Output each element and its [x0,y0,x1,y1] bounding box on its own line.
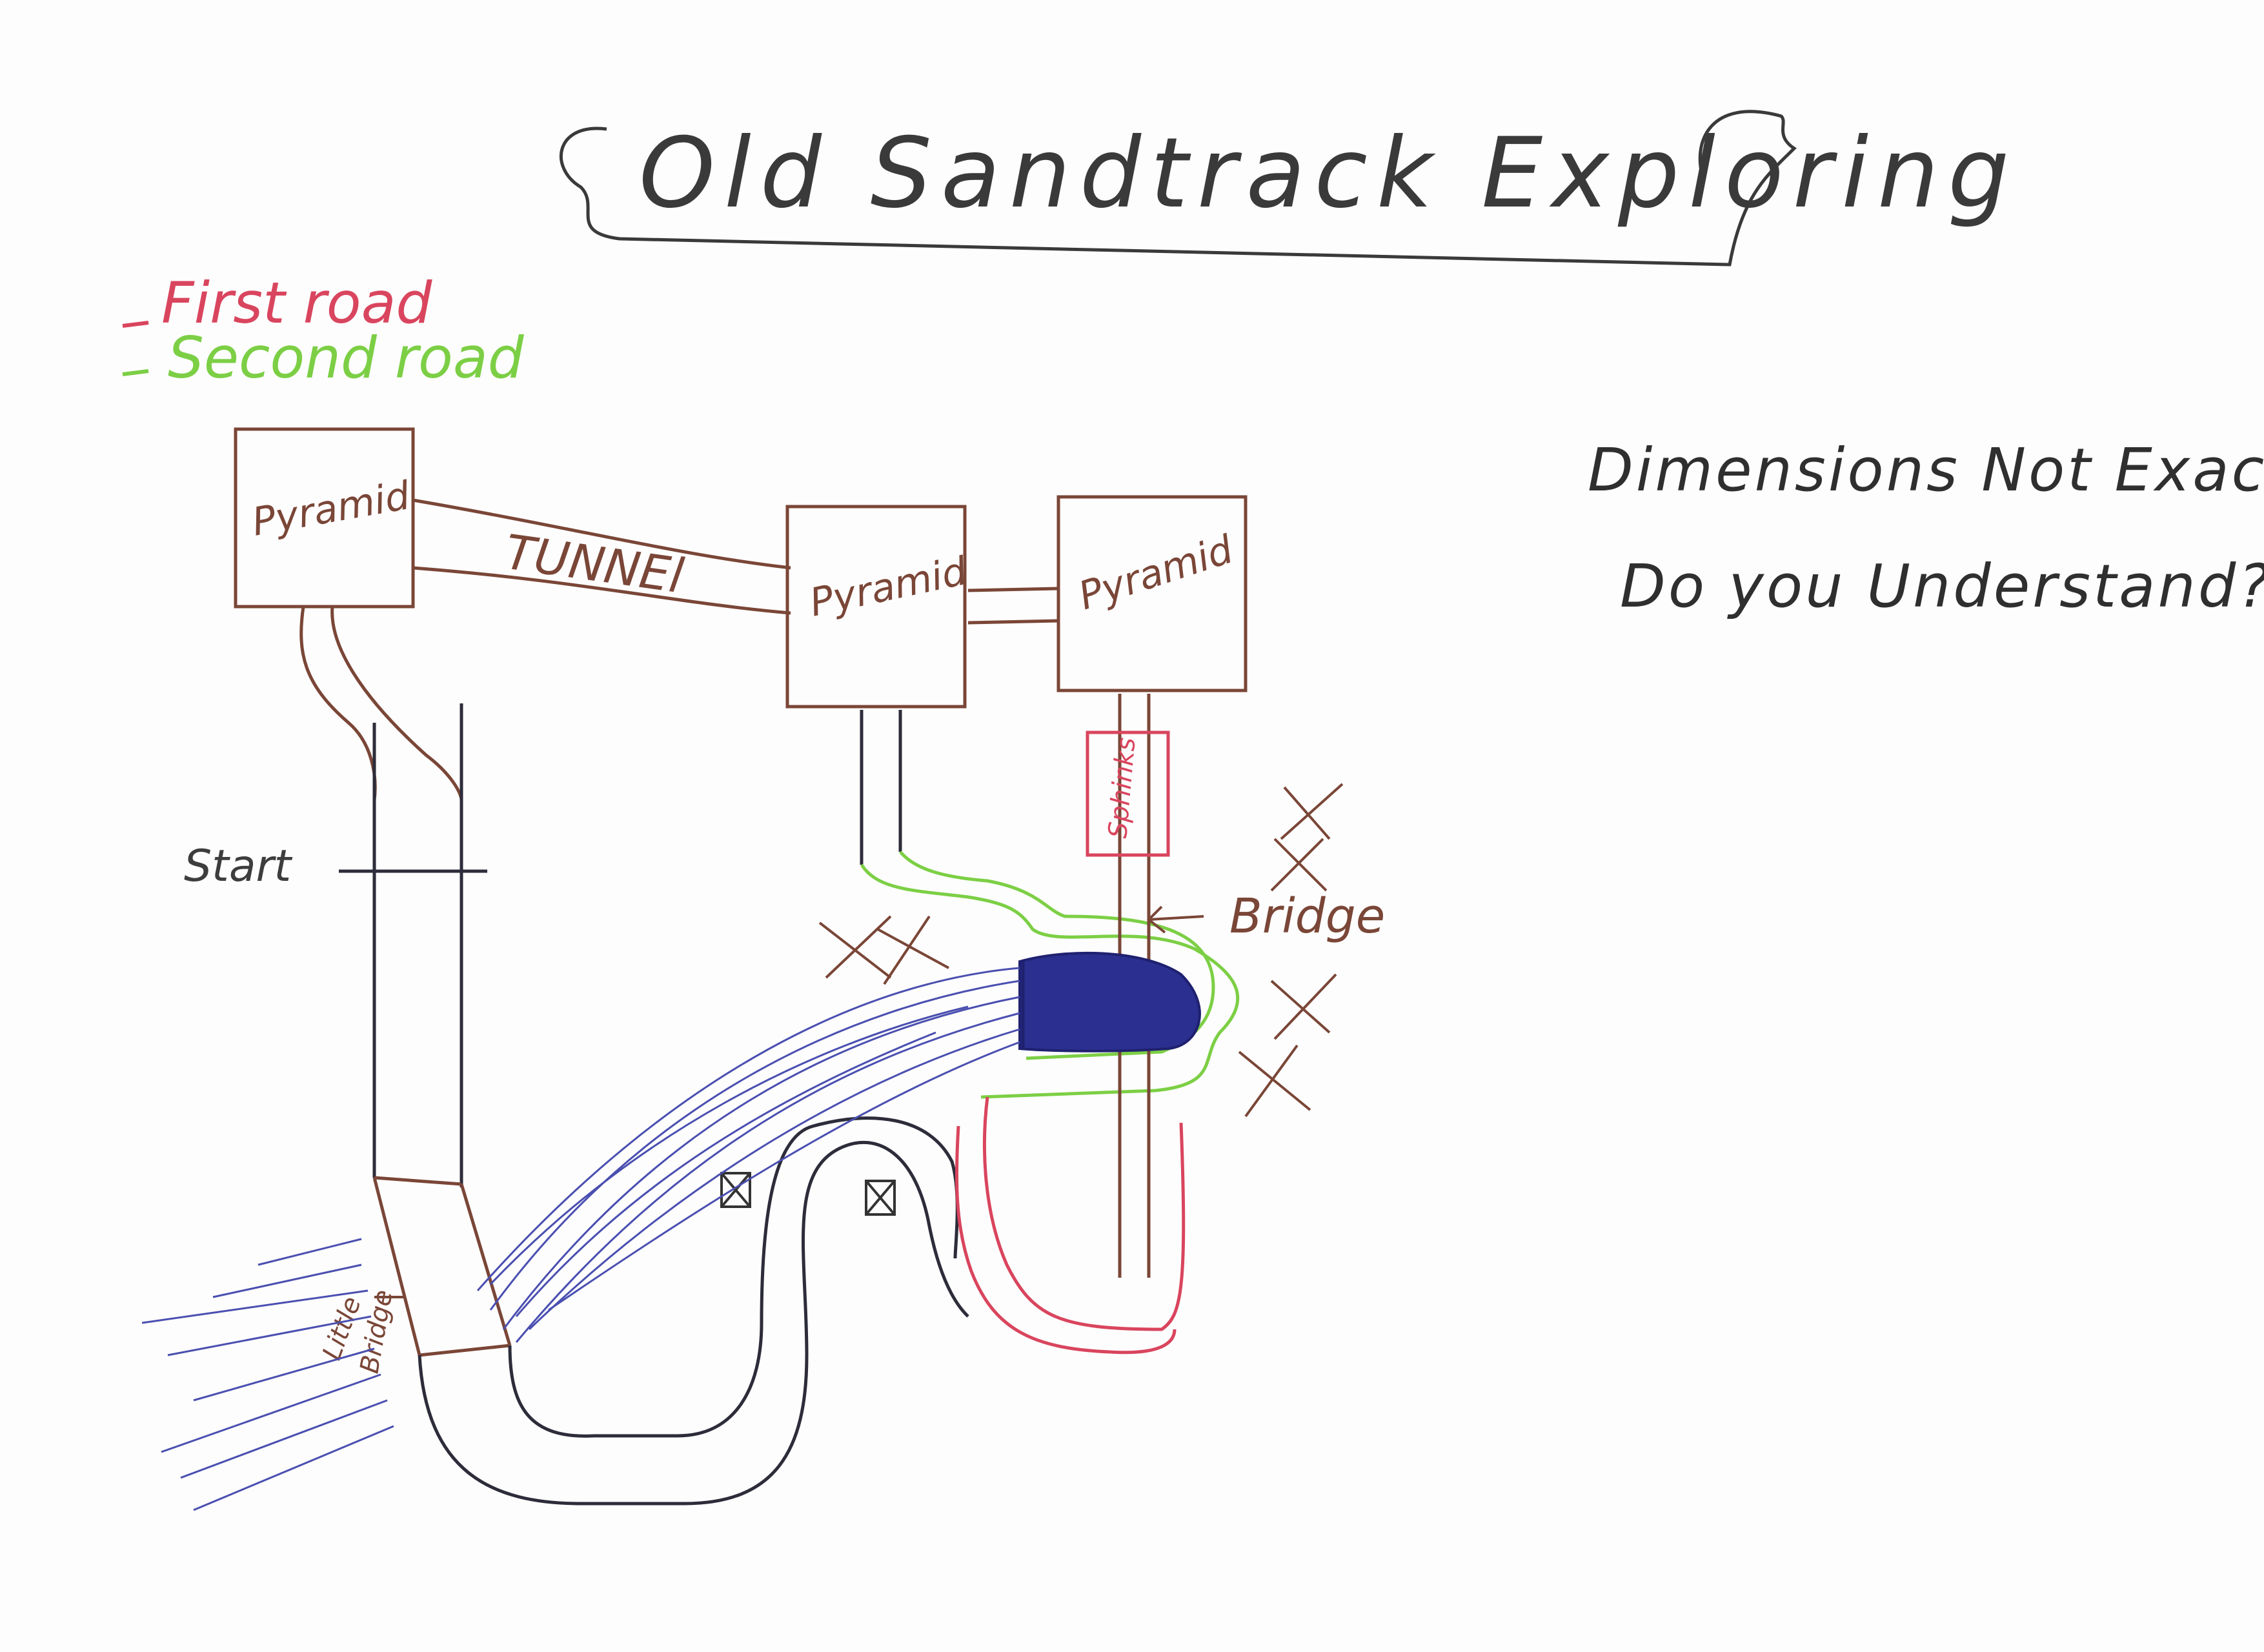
little-bridge-right [460,1184,512,1346]
legend-first-road: First road [161,270,433,336]
pyramid-left-label: Pyramid [248,473,414,545]
first-road-red-inner [955,1125,1177,1355]
left-pyramid-road-a [299,606,377,801]
bridge-label: Bridge [1229,889,1385,944]
second-road-green-inner [899,851,1215,1060]
little-bridge-top [374,1176,462,1186]
sphinx-label: Sphinks [1103,736,1141,840]
water-spill [141,1238,394,1511]
title-banner-outline [559,110,1797,267]
little-bridge-bottom [419,1344,510,1357]
note-dimensions: Dimensions Not Exact [1588,436,2264,505]
connector-top [967,587,1059,592]
x-marks [818,783,1344,1118]
tunnel-edge-bottom [412,566,791,615]
start-label: Start [184,841,292,892]
legend-green-dash [122,369,149,376]
legend-second-road: Second road [168,325,525,391]
second-road-green-outer [860,863,1240,1099]
left-pyramid-road-b [330,606,463,801]
first-road-red-outer [982,1096,1186,1331]
pyramid-right-label: Pyramid [1073,527,1239,619]
legend-red-dash [122,321,149,328]
sphinx-box [1086,730,1170,857]
pyramid-middle-box [785,505,967,709]
tunnel-label: TUNNEl [501,525,687,605]
water-stream [476,967,1020,1343]
obstacle-box-1 [720,1172,751,1208]
page-title: Old Sandtrack Exploring [639,117,2018,230]
pyramid-middle-label: Pyramid [806,549,971,626]
note-understand: Do you Understand? [1620,552,2264,621]
tunnel-edge-top [412,498,791,570]
little-bridge-left [372,1177,421,1356]
obstacle-box-2 [865,1180,896,1216]
connector-bottom [967,619,1059,625]
pyramid-right-box [1056,495,1248,692]
track-inner-curve [508,1116,959,1438]
track-outer-curve [418,1141,969,1506]
bridge-pointer [1148,915,1204,921]
pyramid-left-box [234,427,415,609]
water-source-blob [1018,951,1201,1053]
